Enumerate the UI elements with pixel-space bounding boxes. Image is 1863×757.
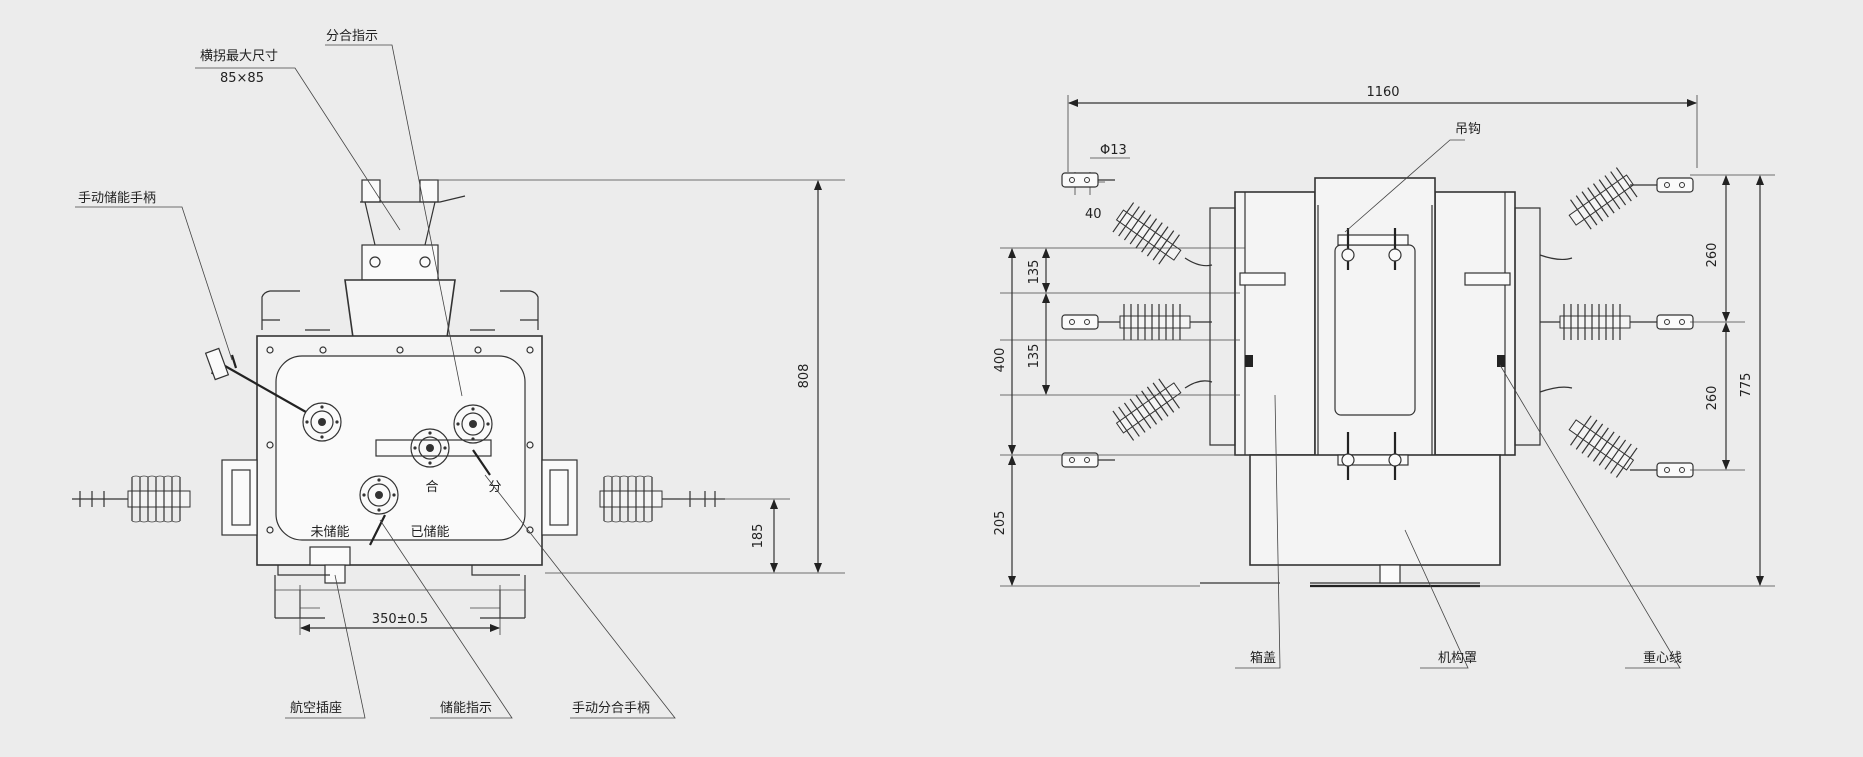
aviation-socket-shape: [309, 546, 351, 566]
manual-open-close-handle-label: 手动分合手柄: [572, 701, 650, 716]
total-height-dim: 775: [1739, 373, 1754, 398]
right-insulator: [541, 459, 725, 536]
not-stored-label: 未储能: [310, 525, 349, 540]
mechanism-cover-label: 机构罩: [1438, 651, 1477, 666]
right-view-right-insulators: [1539, 164, 1694, 481]
right-housing-right: [1434, 191, 1516, 456]
right-view-left-insulators: [1061, 172, 1213, 468]
lower-pitch-dim: 135: [1027, 344, 1042, 369]
storage-dial[interactable]: [302, 402, 342, 442]
handle-size-label: 横拐最大尺寸: [200, 49, 278, 64]
box-cover-label: 箱盖: [1250, 650, 1276, 666]
left-view: 合 分 未储能 已储能 350±0.5 808 185 横拐最大尺寸 85×85…: [72, 29, 845, 719]
left-height-dim: 400: [993, 348, 1008, 373]
storage-indicator-label: 储能指示: [440, 701, 492, 716]
hole-spacing-dim: 40: [1085, 207, 1102, 222]
right-view: 1160 Φ13 40: [993, 85, 1775, 669]
lower-right-dim: 260: [1705, 386, 1720, 411]
bottom-height-dim: 185: [751, 524, 766, 549]
storage-indicator-dial: [359, 475, 399, 515]
close-mark: 合: [425, 480, 438, 495]
handle-size-value: 85×85: [220, 71, 264, 86]
upper-pitch-dim: 135: [1027, 260, 1042, 285]
aviation-socket-label: 航空插座: [290, 700, 342, 716]
base-height-dim: 205: [993, 511, 1008, 536]
width-dim: 1160: [1366, 85, 1399, 100]
hook-brackets: [1337, 228, 1409, 480]
right-housing-center: [1314, 177, 1436, 479]
left-insulator: [72, 459, 258, 536]
open-close-indicator-label: 分合指示: [326, 29, 378, 44]
manual-storage-handle-label: 手动储能手柄: [78, 191, 156, 206]
close-open-dial[interactable]: [453, 404, 493, 444]
hole-label: Φ13: [1100, 143, 1127, 158]
stored-label: 已储能: [410, 525, 449, 540]
mount-width-dim: 350±0.5: [372, 612, 428, 627]
height-dim: 808: [797, 364, 812, 389]
hook-label: 吊钩: [1455, 122, 1481, 137]
mechanism-cover-shape: [1249, 454, 1501, 566]
center-line-label: 重心线: [1643, 650, 1682, 666]
top-handle: [344, 179, 466, 353]
main-dial[interactable]: [410, 428, 450, 468]
upper-right-dim: 260: [1705, 243, 1720, 268]
